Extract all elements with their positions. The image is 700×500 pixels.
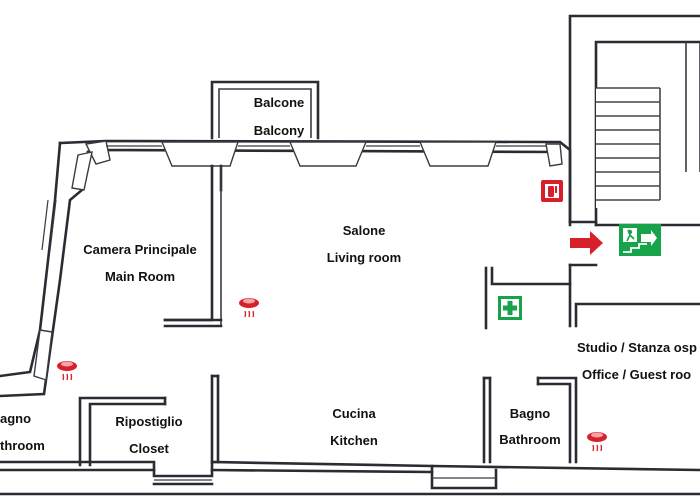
stairs-icon xyxy=(596,42,700,201)
balcony-label-it: Balcone xyxy=(253,95,305,110)
smoke-detector-icon xyxy=(57,361,77,381)
south-wall xyxy=(0,460,700,496)
balcony-label-en: Balcony xyxy=(253,123,305,138)
interior-walls xyxy=(78,164,700,467)
bathroom-right-label-en: Bathroom xyxy=(499,432,561,447)
emergency-exit-icon xyxy=(619,224,661,256)
kitchen-label-it: Cucina xyxy=(332,406,376,421)
bathroom-left-label-en: throom xyxy=(0,438,45,453)
kitchen-label-en: Kitchen xyxy=(330,433,378,448)
living-room-label-it: Salone xyxy=(342,223,386,238)
closet-label-en: Closet xyxy=(129,441,169,456)
exit-arrow-icon xyxy=(570,231,603,255)
bathroom-left-label-it: agno xyxy=(0,411,32,426)
fire-extinguisher-icon xyxy=(541,180,563,202)
west-wall xyxy=(0,141,93,398)
living-room-label-en: Living room xyxy=(326,250,402,265)
smoke-detector-icon xyxy=(239,298,259,318)
main-room-label-it: Camera Principale xyxy=(83,242,197,257)
closet-label-it: Ripostiglio xyxy=(115,414,183,429)
stairwell xyxy=(568,14,700,227)
first-aid-icon xyxy=(498,296,522,320)
smoke-detector-icon xyxy=(587,432,607,452)
balcony-walls xyxy=(210,80,320,140)
office-label-en: Office / Guest roo xyxy=(582,367,692,382)
main-room-label-en: Main Room xyxy=(104,269,176,284)
office-label-it: Studio / Stanza osp xyxy=(577,340,697,355)
north-wall xyxy=(58,139,572,224)
bathroom-right-label-it: Bagno xyxy=(509,406,551,421)
